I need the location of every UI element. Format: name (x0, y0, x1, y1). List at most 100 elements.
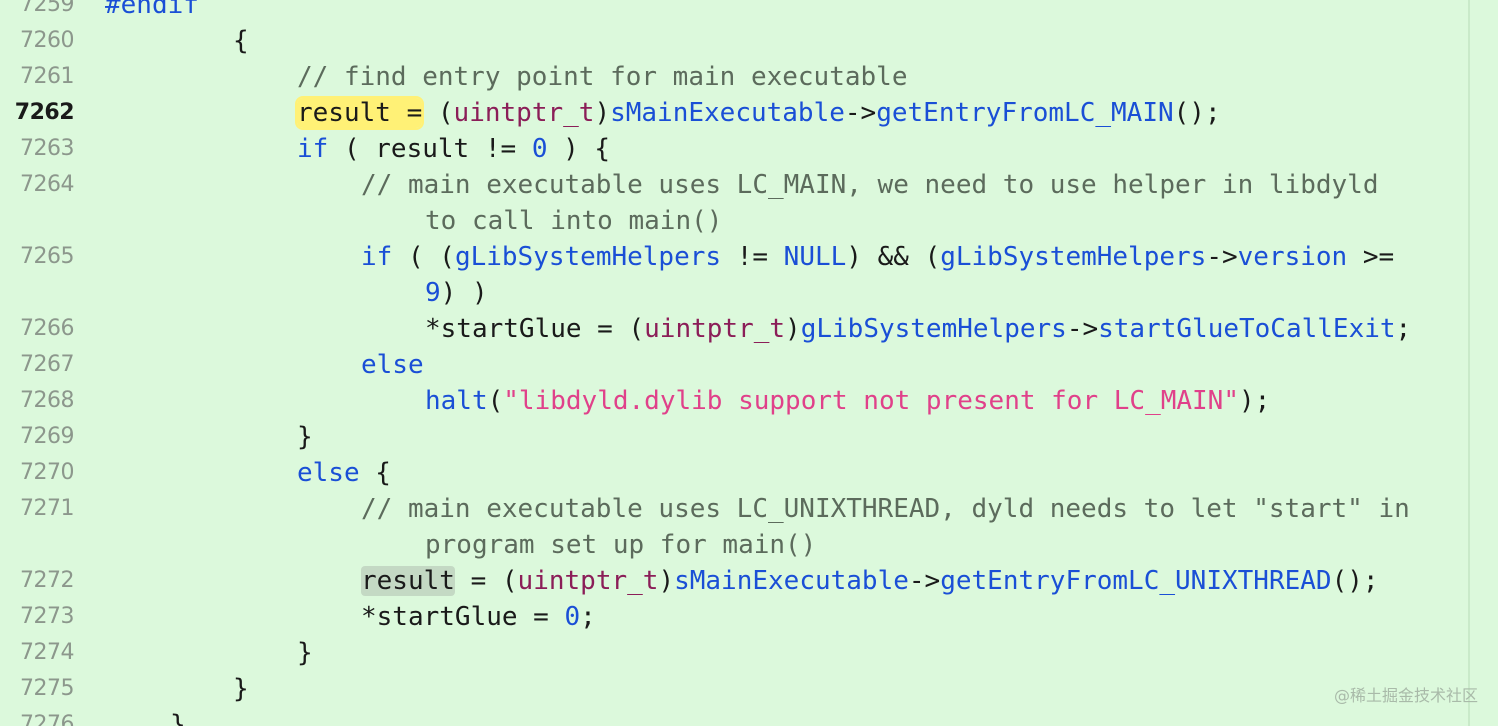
code-line[interactable]: 7263 if ( result != 0 ) { (0, 131, 1468, 167)
code-token: ( (487, 386, 504, 416)
code-token: startGlueToCallExit (1098, 314, 1396, 344)
code-line[interactable]: 7273 *startGlue = 0; (0, 599, 1468, 635)
code-line[interactable]: 7274} (0, 635, 1468, 671)
code-editor[interactable]: 7259 #endif 7260 {7261// find entry point f… (0, 0, 1468, 726)
code-token: } (170, 710, 186, 726)
code-line[interactable]: program set up for main() (0, 527, 1468, 563)
code-token: ) { (547, 134, 611, 164)
code-token: != (721, 242, 784, 272)
code-text[interactable]: // main executable uses LC_MAIN, we need… (361, 167, 1378, 203)
code-line[interactable]: 7269} (0, 419, 1468, 455)
code-line[interactable]: 7267 else (0, 347, 1468, 383)
code-token: 0 (564, 602, 581, 632)
code-text[interactable]: result = (uintptr_t)sMainExecutable->get… (297, 95, 1221, 131)
code-line[interactable]: 7275} (0, 671, 1468, 707)
code-text[interactable]: #endif (105, 0, 199, 23)
line-number: 7271 (20, 496, 75, 521)
line-number: 7266 (20, 316, 75, 341)
code-token: { (359, 458, 391, 488)
code-text[interactable]: program set up for main() (425, 527, 816, 563)
line-number (0, 275, 74, 311)
code-token: getEntryFromLC_MAIN (876, 98, 1174, 128)
code-text[interactable]: { (233, 23, 249, 59)
line-number: 7270 (20, 460, 75, 485)
code-line[interactable]: 7268 halt("libdyld.dylib support not pres… (0, 383, 1468, 419)
code-token: else (297, 458, 360, 488)
code-token: sMainExecutable (674, 566, 909, 596)
line-number: 7259 (20, 0, 75, 17)
line-number: 7264 (20, 172, 75, 197)
line-number: 7273 (20, 604, 75, 629)
code-text[interactable]: *startGlue = (uintptr_t)gLibSystemHelper… (425, 311, 1411, 347)
code-line[interactable]: 9) ) (0, 275, 1468, 311)
code-token: NULL (783, 242, 847, 272)
code-text[interactable]: } (170, 707, 186, 726)
code-token: uintptr_t (517, 566, 659, 596)
code-text[interactable]: // find entry point for main executable (297, 59, 907, 95)
code-text[interactable]: to call into main() (425, 203, 722, 239)
code-line[interactable]: 7261// find entry point for main executa… (0, 59, 1468, 95)
code-text[interactable]: } (297, 635, 313, 671)
editor-divider (1468, 0, 1470, 726)
code-token: uintptr_t (453, 98, 595, 128)
code-token: ) (658, 566, 675, 596)
code-token: -> (844, 98, 877, 128)
code-token: sMainExecutable (610, 98, 845, 128)
line-number (0, 527, 74, 563)
code-text[interactable]: *startGlue = 0; (361, 599, 596, 635)
code-text[interactable]: if ( (gLibSystemHelpers != NULL) && (gLi… (361, 239, 1394, 275)
code-token: ( (422, 98, 454, 128)
code-text[interactable]: if ( result != 0 ) { (297, 131, 610, 167)
code-token: -> (1206, 242, 1238, 272)
code-token: // main executable uses LC_MAIN, we need… (361, 170, 1379, 200)
code-line[interactable]: 7266 *startGlue = (uintptr_t)gLibSystemHe… (0, 311, 1468, 347)
code-token: #endif (105, 0, 199, 20)
code-line[interactable]: 7264 // main executable uses LC_MAIN, we … (0, 167, 1468, 203)
code-token: gLibSystemHelpers (454, 242, 722, 272)
code-text[interactable]: result = (uintptr_t)sMainExecutable->get… (361, 563, 1379, 599)
code-text[interactable]: // main executable uses LC_UNIXTHREAD, d… (361, 491, 1410, 527)
code-text[interactable]: else (361, 347, 424, 383)
code-token: = ( (454, 566, 518, 596)
highlighted-token: result = (297, 98, 423, 128)
code-token: { (233, 26, 249, 56)
code-text[interactable]: halt("libdyld.dylib support not present … (425, 383, 1270, 419)
code-line[interactable]: to call into main() (0, 203, 1468, 239)
line-number: 7274 (20, 640, 75, 665)
code-line[interactable]: 7265 if ( (gLibSystemHelpers != NULL) && … (0, 239, 1468, 275)
watermark: @稀土掘金技术社区 (1333, 686, 1478, 705)
code-token: -> (1066, 314, 1099, 344)
code-token: ) ) (440, 278, 488, 308)
code-text[interactable]: else { (297, 455, 391, 491)
code-line[interactable]: 7259 #endif (0, 0, 1468, 23)
code-token: to call into main() (425, 206, 723, 236)
code-line[interactable]: 7276} (0, 707, 1468, 726)
code-token: ; (1395, 314, 1412, 344)
code-token: gLibSystemHelpers (800, 314, 1067, 344)
line-number: 7267 (20, 352, 75, 377)
code-token: } (297, 422, 313, 452)
line-number: 7263 (20, 136, 75, 161)
line-number: 7260 (20, 28, 75, 53)
line-number: 7268 (20, 388, 75, 413)
code-text[interactable]: } (233, 671, 249, 707)
code-token: else (361, 350, 424, 380)
code-text[interactable]: } (297, 419, 313, 455)
code-token: (); (1173, 98, 1221, 128)
line-number: 7262 (14, 100, 75, 125)
code-token: gLibSystemHelpers (940, 242, 1207, 272)
code-text[interactable]: 9) ) (425, 275, 488, 311)
code-line[interactable]: 7262 result = (uintptr_t)sMainExecutable-… (0, 95, 1468, 131)
code-token: (); (1331, 566, 1379, 596)
code-token: ; (580, 602, 596, 632)
line-number: 7265 (20, 244, 75, 269)
code-token: halt (425, 386, 488, 416)
code-token: *startGlue = ( (425, 314, 645, 344)
code-line[interactable]: 7270 else { (0, 455, 1468, 491)
code-line[interactable]: 7260 { (0, 23, 1468, 59)
code-token: "libdyld.dylib support not present for L… (503, 386, 1239, 416)
code-token: getEntryFromLC_UNIXTHREAD (940, 566, 1332, 596)
code-token: // find entry point for main executable (297, 62, 908, 92)
code-line[interactable]: 7271 // main executable uses LC_UNIXTHREA… (0, 491, 1468, 527)
